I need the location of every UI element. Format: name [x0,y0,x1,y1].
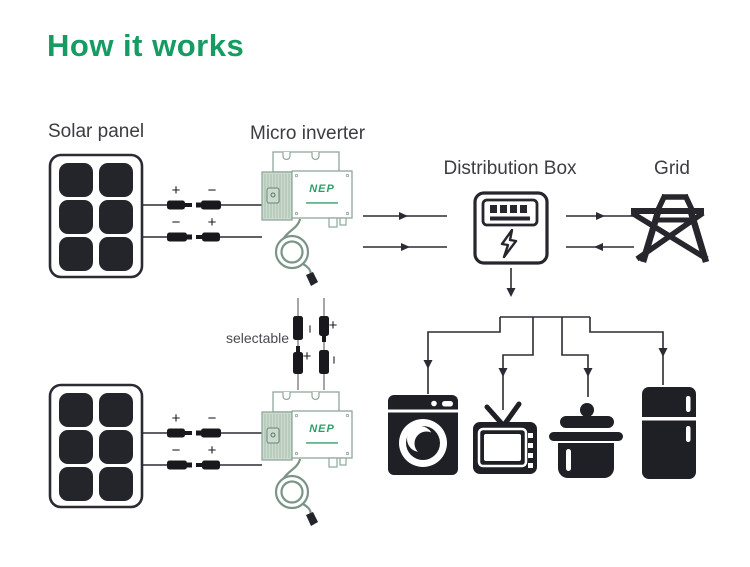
panel2-mc4-wires [141,427,263,471]
distribution-branches [423,268,668,410]
refrigerator-icon [642,387,696,479]
polarity-mark: + [302,348,312,365]
grid-tower-icon [630,193,710,263]
washing-machine-icon [388,395,458,475]
panel1-mc4-wires [141,199,263,243]
polarity-mark: − [207,410,217,427]
solar-panel-1-icon [48,153,144,279]
polarity-mark: + [328,317,338,334]
cooking-pot-icon [549,403,623,478]
polarity-mark: − [171,214,181,231]
solar-panel-2-icon [48,383,144,509]
page-title: How it works [47,28,245,63]
selectable-chain-connectors [293,298,329,390]
distribution-box-icon [473,191,549,265]
label-micro-inverter: Micro inverter [250,123,366,144]
polarity-mark: + [207,214,217,231]
inverter2-logo: NEP [309,423,335,435]
television-icon [473,401,537,474]
polarity-mark: − [325,355,342,365]
label-solar-panel: Solar panel [48,121,145,142]
polarity-mark: + [207,442,217,459]
polarity-mark: − [207,182,217,199]
polarity-mark: + [171,182,181,199]
polarity-mark: − [171,442,181,459]
micro-inverter-2-icon [260,390,354,528]
label-grid: Grid [654,158,690,179]
inverter1-logo: NEP [309,183,335,195]
micro-inverter-1-icon [260,150,354,288]
box-grid-arrows [566,212,634,251]
polarity-mark: − [301,324,318,334]
label-selectable: selectable [226,330,290,346]
inverter-to-box-arrows [363,212,447,251]
polarity-mark: + [171,410,181,427]
label-distribution-box: Distribution Box [443,158,577,179]
